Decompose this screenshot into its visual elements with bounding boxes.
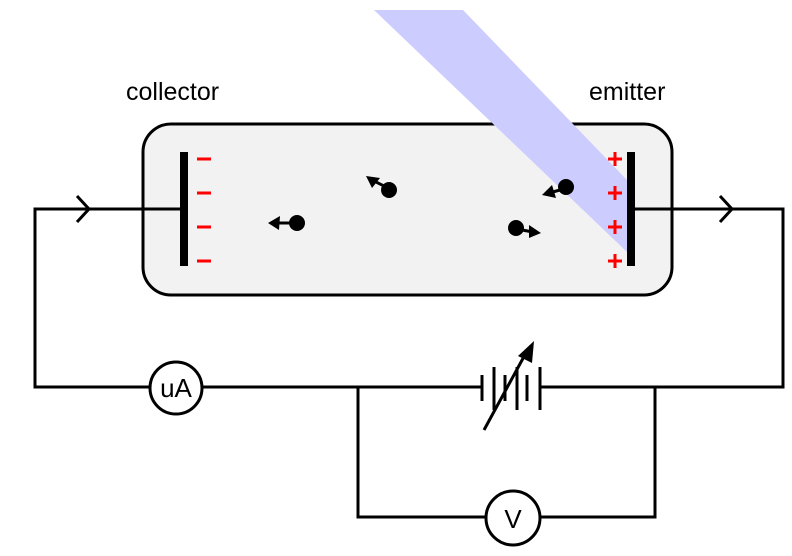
voltmeter-label: V xyxy=(504,504,522,534)
electron xyxy=(508,220,541,238)
arrowhead-icon xyxy=(542,185,556,198)
arrowhead-icon xyxy=(268,216,280,230)
electron xyxy=(542,179,574,198)
collector-plate xyxy=(180,152,188,266)
plus-sign-icon xyxy=(608,220,622,234)
wire-voltmeter-loop xyxy=(356,387,486,519)
electron xyxy=(366,176,397,198)
current-arrow-left-icon xyxy=(75,194,92,224)
collector-label: collector xyxy=(126,78,219,106)
variable-arrow-shaft xyxy=(482,350,529,431)
voltmeter-circle xyxy=(484,489,542,547)
arrowhead-icon xyxy=(366,176,380,188)
plus-sign-icon xyxy=(608,254,622,268)
collector-charges xyxy=(197,157,211,263)
electron-dot xyxy=(508,220,524,236)
voltmeter: V xyxy=(484,489,542,547)
current-arrow-right-icon xyxy=(718,194,735,224)
emitter-plate xyxy=(627,152,635,266)
emitter-charges xyxy=(608,152,622,268)
wire-left xyxy=(33,207,182,389)
variable-battery xyxy=(480,341,542,431)
wire-voltmeter-loop-right xyxy=(540,387,657,519)
ammeter-circle xyxy=(148,360,204,416)
electron-dot xyxy=(381,182,397,198)
ammeter-label: uA xyxy=(160,373,192,403)
arrowhead-icon xyxy=(529,225,541,238)
variable-arrow-head-icon xyxy=(518,341,534,363)
emitter-label: emitter xyxy=(589,78,665,106)
electron-dot xyxy=(558,179,574,195)
wire-right xyxy=(541,207,785,389)
plus-sign-icon xyxy=(608,152,622,166)
electron-dot xyxy=(289,215,305,231)
electron xyxy=(268,215,305,231)
microammeter: uA xyxy=(148,360,204,416)
plus-sign-icon xyxy=(608,186,622,200)
